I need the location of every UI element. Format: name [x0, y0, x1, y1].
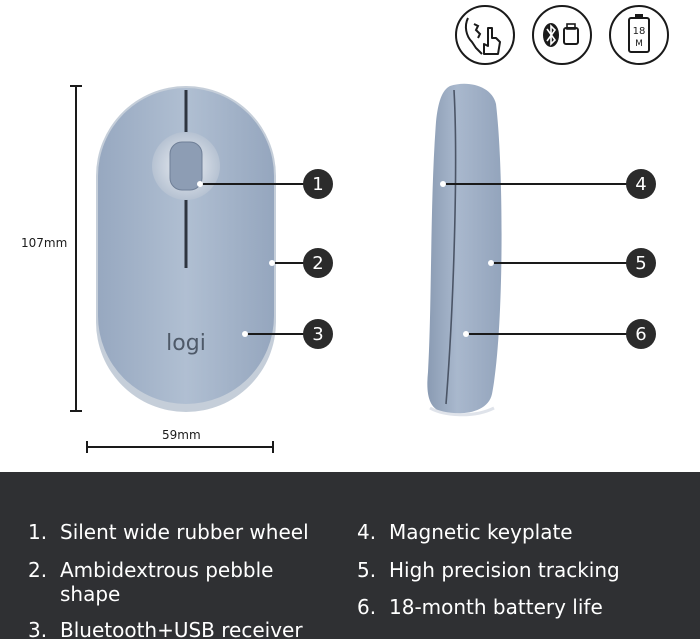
callout-3: 3 [303, 319, 333, 349]
dimension-lines [70, 85, 274, 453]
feature-item-5: 5. High precision tracking [357, 558, 620, 582]
feature-item-6: 6. 18-month battery life [357, 595, 603, 619]
battery-months-text: 18 [633, 26, 646, 37]
silent-click-icon [455, 5, 515, 65]
feature-list-panel: 1. Silent wide rubber wheel 2. Ambidextr… [0, 472, 700, 639]
feature-item-1: 1. Silent wide rubber wheel [28, 520, 309, 544]
mouse-top-view: logi [96, 86, 276, 412]
callout-1: 1 [303, 169, 333, 199]
width-dimension-label: 59mm [162, 428, 201, 442]
feature-list: 1. Silent wide rubber wheel 2. Ambidextr… [0, 472, 700, 639]
bluetooth-usb-icon [532, 5, 592, 65]
battery-18-month-icon: 18 M [609, 5, 669, 65]
callout-2: 2 [303, 248, 333, 278]
callout-4: 4 [626, 169, 656, 199]
callout-5: 5 [626, 248, 656, 278]
product-illustration-area: 18 M 107mm 59mm logi [21, 5, 669, 453]
callout-leader-lines [200, 183, 627, 335]
callout-6: 6 [626, 319, 656, 349]
height-dimension-label: 107mm [21, 236, 68, 250]
feature-item-3: 3. Bluetooth+USB receiver [28, 618, 303, 639]
mouse-side-view [427, 83, 502, 417]
feature-item-2: 2. Ambidextrous pebble shape [28, 558, 274, 606]
battery-unit-text: M [635, 39, 643, 49]
logi-logo: logi [166, 331, 206, 356]
feature-item-4: 4. Magnetic keyplate [357, 520, 573, 544]
